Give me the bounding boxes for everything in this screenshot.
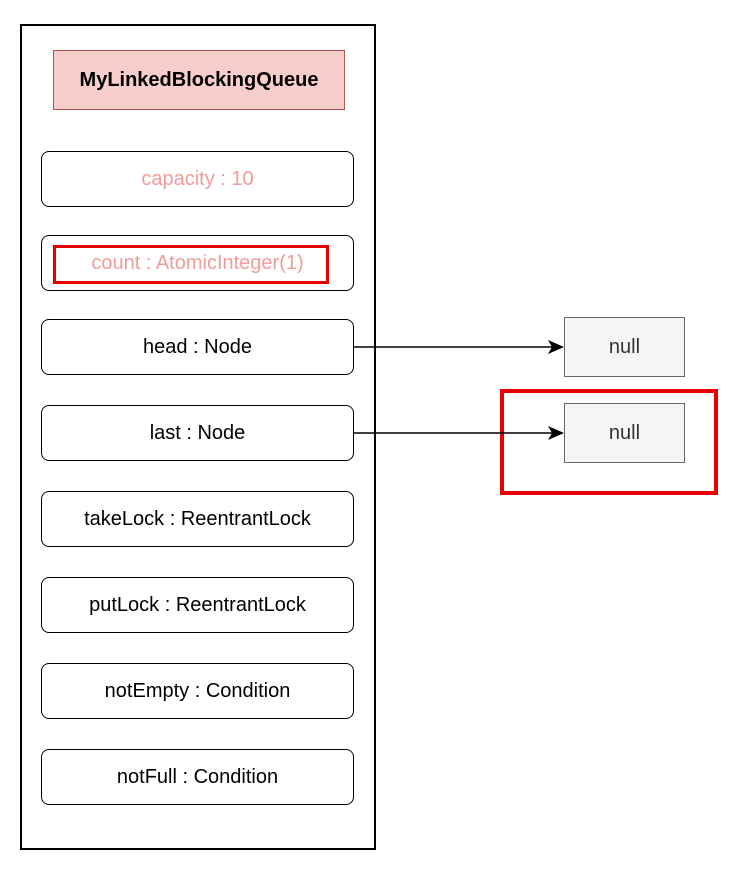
field-head: head : Node [41,319,354,375]
count-highlight [53,245,329,284]
last-null-highlight [500,389,718,495]
head-arrow [354,340,564,354]
class-title: MyLinkedBlockingQueue [53,50,345,110]
field-putlock: putLock : ReentrantLock [41,577,354,633]
field-notfull: notFull : Condition [41,749,354,805]
field-notempty: notEmpty : Condition [41,663,354,719]
field-last: last : Node [41,405,354,461]
last-arrow [354,426,564,440]
last-null-node: null [564,403,685,463]
field-capacity: capacity : 10 [41,151,354,207]
head-null-node: null [564,317,685,377]
field-takelock: takeLock : ReentrantLock [41,491,354,547]
